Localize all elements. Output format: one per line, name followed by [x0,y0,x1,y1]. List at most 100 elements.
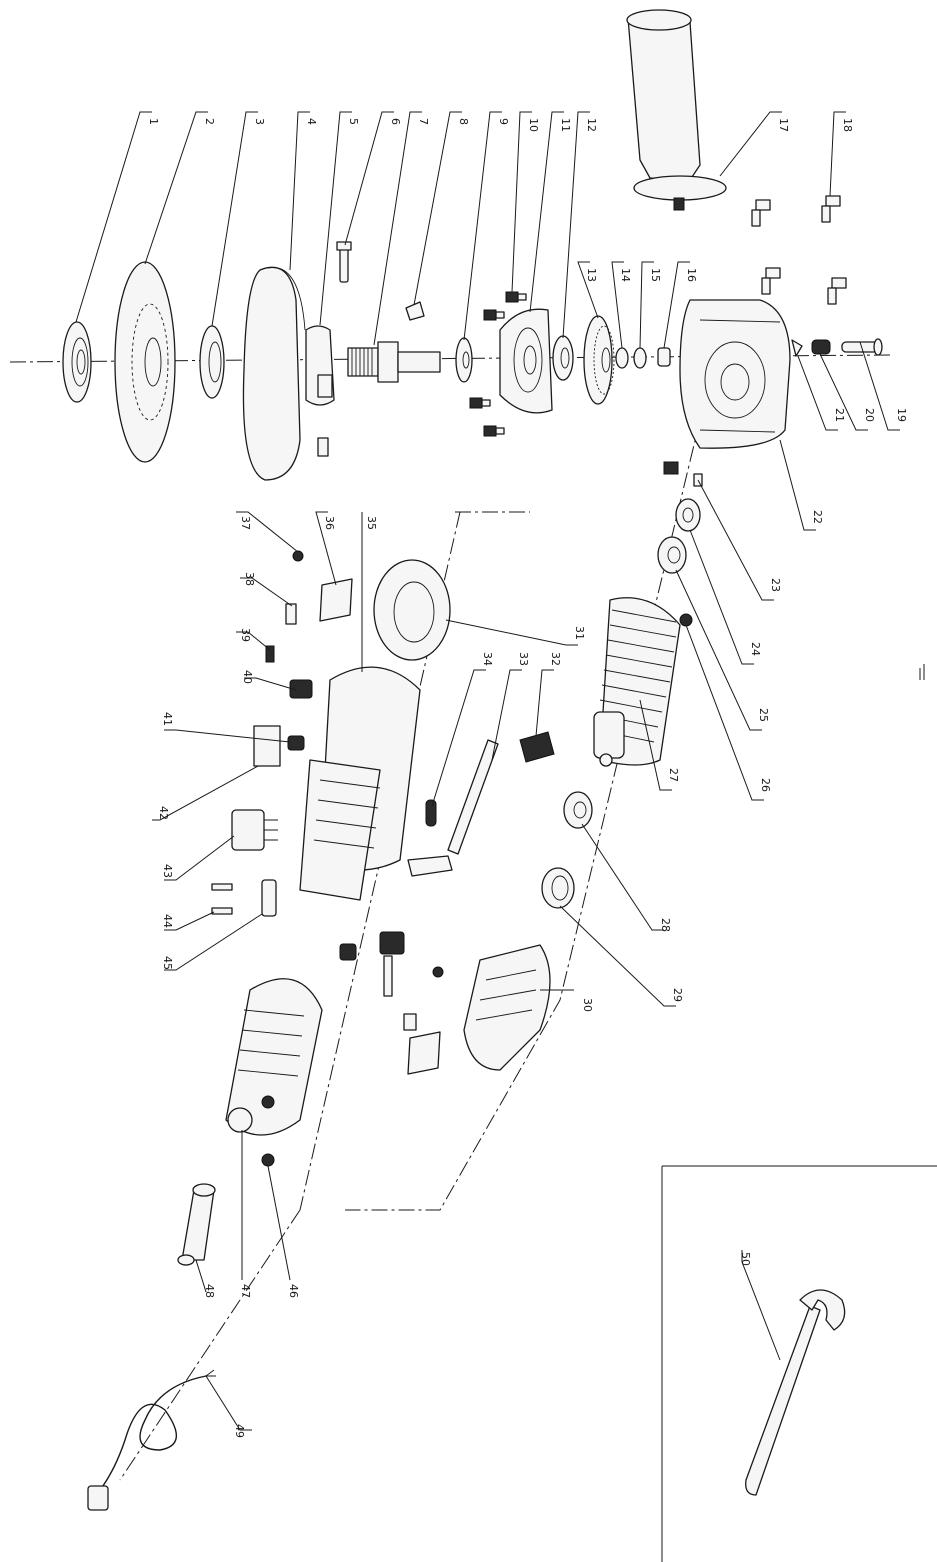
part-42-cap [253,725,281,767]
label-24: 24 [749,642,762,656]
label-9: 9 [497,118,510,125]
part-37-screw [292,550,304,562]
part-17-side-handle [626,9,727,211]
label-42: 42 [157,806,170,820]
part-45-cord-clamp [261,879,277,917]
part-46-screw [261,1153,275,1167]
label-41: 41 [161,712,174,726]
label-8: 8 [457,118,470,125]
label-30: 30 [581,998,594,1012]
label-19: 19 [895,408,908,422]
label-47: 47 [239,1284,252,1298]
part-16-spindle-lock-button [657,347,671,367]
label-7: 7 [417,118,430,125]
label-28: 28 [659,918,672,932]
part-4-wheel-guard [242,266,306,481]
leader-lines [75,111,921,1431]
label-11: 11 [559,118,572,132]
part-41-brush-holder [287,735,305,751]
part-3-inner-flange [199,325,225,399]
part-40-brush-holder [289,679,313,699]
label-40: 40 [241,670,254,684]
part-44-screws [211,883,233,915]
label-48: 48 [203,1284,216,1298]
label-31: 31 [573,626,586,640]
part-12-bearing [552,335,574,381]
label-15: 15 [649,268,662,282]
part-13-bevel-gear [583,315,615,405]
label-22: 22 [811,510,824,524]
brush-parts-lower [339,931,444,1075]
part-25-bearing [657,536,687,574]
part-35-motor-housing [299,666,421,901]
label-20: 20 [863,408,876,422]
label-4: 4 [305,118,318,125]
part-33-switch-rod [447,739,499,855]
label-25: 25 [757,708,770,722]
label-10: 10 [527,118,540,132]
part-1-flange-nut [62,321,92,403]
label-27: 27 [667,768,680,782]
part-34-switch-spring [425,799,437,827]
part-19-pin [841,338,883,356]
label-26: 26 [759,778,772,792]
part-27-armature [593,597,681,767]
label-33: 33 [517,652,530,666]
part-11-bearing-cover [499,308,553,414]
label-35: 35 [365,516,378,530]
label-6: 6 [389,118,402,125]
label-44: 44 [161,914,174,928]
part-2-grinding-disc [114,261,176,463]
part-24-pinion [675,498,701,532]
label-1: 1 [147,118,160,125]
label-36: 36 [323,516,336,530]
part-9-washer [455,337,473,383]
label-38: 38 [243,572,256,586]
label-32: 32 [549,652,562,666]
part-8-key [405,301,425,321]
label-34: 34 [481,652,494,666]
part-49-power-cord [87,1369,216,1511]
part-23-screws [663,461,703,487]
part-50-wrench-inset [661,1165,937,1562]
part-6-screw [336,241,352,283]
part-26-screw [679,613,693,627]
label-13: 13 [585,268,598,282]
part-5-guard-clamp [305,325,335,457]
label-39: 39 [239,628,252,642]
label-45: 45 [161,956,174,970]
cable-axis-line [119,1209,301,1481]
label-49: 49 [233,1424,246,1438]
part-22-gear-housing [679,299,791,449]
label-29: 29 [671,988,684,1002]
part-18-screws [751,195,847,305]
label-16: 16 [685,268,698,282]
part-38-brush [285,603,297,625]
part-47-rear-housing [225,978,323,1136]
label-37: 37 [239,516,252,530]
label-3: 3 [253,118,266,125]
part-39-brush [265,645,275,663]
label-43: 43 [161,864,174,878]
part-29-bearing-sleeve [541,867,575,909]
part-15-spring [633,347,647,369]
part-30-stator [463,944,551,1071]
part-32-switch-lever [519,731,555,763]
part-21-clip [791,339,803,357]
label-14: 14 [619,268,632,282]
label-18: 18 [841,118,854,132]
part-14-washer [615,347,629,369]
label-2: 2 [203,118,216,125]
part-number-labels: 1 2 3 4 5 6 7 8 9 10 11 12 13 14 15 16 1… [147,118,908,1438]
label-5: 5 [347,118,360,125]
label-23: 23 [769,578,782,592]
part-7-spindle [347,341,441,383]
part-36-label [319,578,353,622]
part-33b-switch-button [407,855,453,877]
part-10-screws [469,291,527,437]
label-46: 46 [287,1284,300,1298]
label-50: 50 [739,1252,752,1266]
label-21: 21 [833,408,846,422]
part-43-switch [231,809,278,851]
